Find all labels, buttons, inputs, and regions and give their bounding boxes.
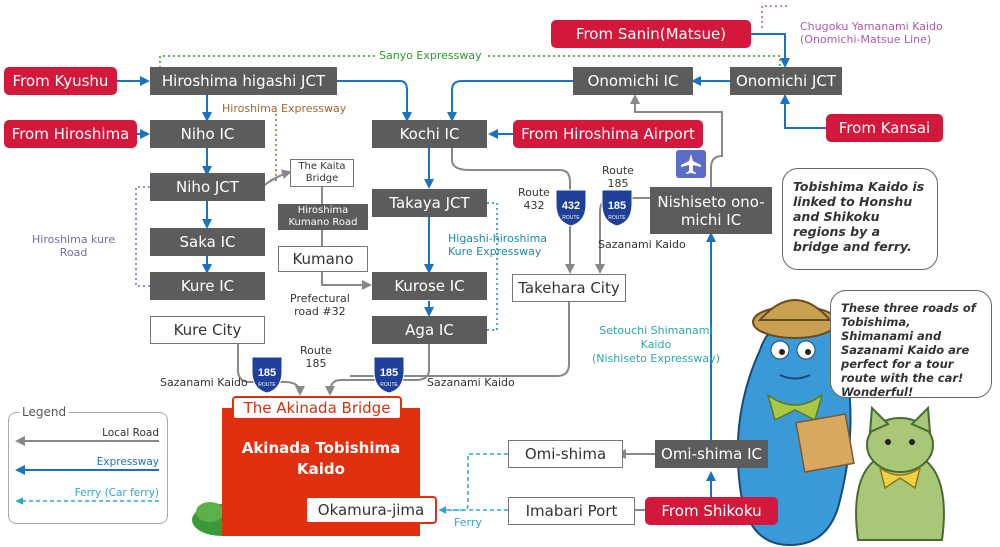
route-185-label: Route 185 xyxy=(300,344,332,370)
route-185-label: Route 185 xyxy=(602,164,634,190)
route-shield-icon: 185 ROUTE xyxy=(251,356,283,394)
sanyo-expressway-label: Sanyo Expressway xyxy=(376,49,485,62)
kaita-bridge[interactable]: The Kaita Bridge xyxy=(290,159,354,187)
from-sanin[interactable]: From Sanin(Matsue) xyxy=(551,20,751,48)
hiroshima-kumano-road[interactable]: Hiroshima Kumano Road xyxy=(278,204,368,230)
ferry-lines xyxy=(438,453,508,514)
route-432-label: Route 432 xyxy=(518,186,550,212)
hiroshima-higashi-jct[interactable]: Hiroshima higashi JCT xyxy=(150,67,337,95)
shield-word: ROUTE xyxy=(258,382,276,388)
blue-mascot-icon xyxy=(736,299,855,547)
legend-lines xyxy=(15,436,159,505)
setouchi-shimanami-label: Setouchi Shimanami Kaido (Nishiseto Expr… xyxy=(592,324,720,365)
shield-word: ROUTE xyxy=(608,215,626,221)
kumano[interactable]: Kumano xyxy=(278,246,368,272)
kure-city[interactable]: Kure City xyxy=(150,316,265,344)
shield-number: 432 xyxy=(562,200,580,212)
okamura-jima[interactable]: Okamura-jima xyxy=(305,496,437,524)
hiroshima-kure-road-label: Hiroshima kure Road xyxy=(32,233,116,259)
higashi-hiroshima-label: Higashi-hiroshima Kure Expressway xyxy=(448,232,548,258)
legend-title: Legend xyxy=(19,405,70,419)
legend-ferry: Ferry (Car ferry) xyxy=(72,487,159,499)
shield-number: 185 xyxy=(258,367,276,379)
hiroshima-expressway-dotted-line xyxy=(270,112,277,181)
kure-road-dotted-line xyxy=(135,186,150,287)
legend-local: Local Road xyxy=(100,427,159,439)
kurose-ic[interactable]: Kurose IC xyxy=(372,272,487,300)
saka-ic[interactable]: Saka IC xyxy=(150,228,265,256)
expressway-lines xyxy=(117,33,826,497)
ferry-label: Ferry xyxy=(454,516,482,529)
from-hiroshima[interactable]: From Hiroshima xyxy=(4,120,137,148)
niho-ic[interactable]: Niho IC xyxy=(150,120,265,148)
takehara-city[interactable]: Takehara City xyxy=(512,274,626,302)
green-cat-icon xyxy=(855,405,945,541)
yamanami-dotted-line xyxy=(761,5,790,28)
akinada-bridge[interactable]: The Akinada Bridge xyxy=(232,396,402,420)
sazanami-label: Sazanami Kaido xyxy=(427,376,515,389)
chugoku-yamanami-label: Chugoku Yamanami Kaido (Onomichi-Matsue … xyxy=(800,20,943,46)
route-shield-icon: 185 ROUTE xyxy=(373,356,405,394)
legend-expressway: Expressway xyxy=(94,456,159,468)
airplane-icon xyxy=(676,150,706,178)
speech-bubble-2: These three roads of Tobishima, Shimanam… xyxy=(830,290,992,399)
imabari-port[interactable]: Imabari Port xyxy=(508,497,635,525)
omishima-ic[interactable]: Omi-shima IC xyxy=(655,440,768,468)
shield-number: 185 xyxy=(608,200,626,212)
onomichi-ic[interactable]: Onomichi IC xyxy=(573,67,693,95)
hiroshima-expressway-label: Hiroshima Expressway xyxy=(222,102,347,115)
niho-jct[interactable]: Niho JCT xyxy=(150,173,265,201)
higashi-hiroshima-dotted-line xyxy=(487,202,498,331)
shield-word: ROUTE xyxy=(562,215,580,221)
sazanami-label: Sazanami Kaido xyxy=(598,238,686,251)
takaya-jct[interactable]: Takaya JCT xyxy=(372,189,487,217)
route-shield-icon: 432 ROUTE xyxy=(555,189,587,227)
speech-bubble-1: Tobishima Kaido is linked to Honshu and … xyxy=(782,168,938,270)
nishiseto-onomichi-ic[interactable]: Nishiseto ono- michi IC xyxy=(650,187,772,234)
onomichi-jct[interactable]: Onomichi JCT xyxy=(730,67,842,95)
kochi-ic[interactable]: Kochi IC xyxy=(372,120,487,148)
from-kansai[interactable]: From Kansai xyxy=(826,114,943,142)
aga-ic[interactable]: Aga IC xyxy=(372,316,487,344)
shield-word: ROUTE xyxy=(380,382,398,388)
from-hiroshima-airport[interactable]: From Hiroshima Airport xyxy=(513,120,703,148)
kure-ic[interactable]: Kure IC xyxy=(150,272,265,300)
route-shield-icon: 185 ROUTE xyxy=(601,189,633,227)
from-shikoku[interactable]: From Shikoku xyxy=(645,497,778,525)
prefectural-road-label: Prefectural road #32 xyxy=(290,292,350,318)
shield-number: 185 xyxy=(380,367,398,379)
legend: Legend Local Road Expressway Ferry (Car … xyxy=(8,405,168,524)
from-kyushu[interactable]: From Kyushu xyxy=(4,67,117,95)
sazanami-label: Sazanami Kaido xyxy=(160,376,248,389)
omishima[interactable]: Omi-shima xyxy=(508,440,623,468)
